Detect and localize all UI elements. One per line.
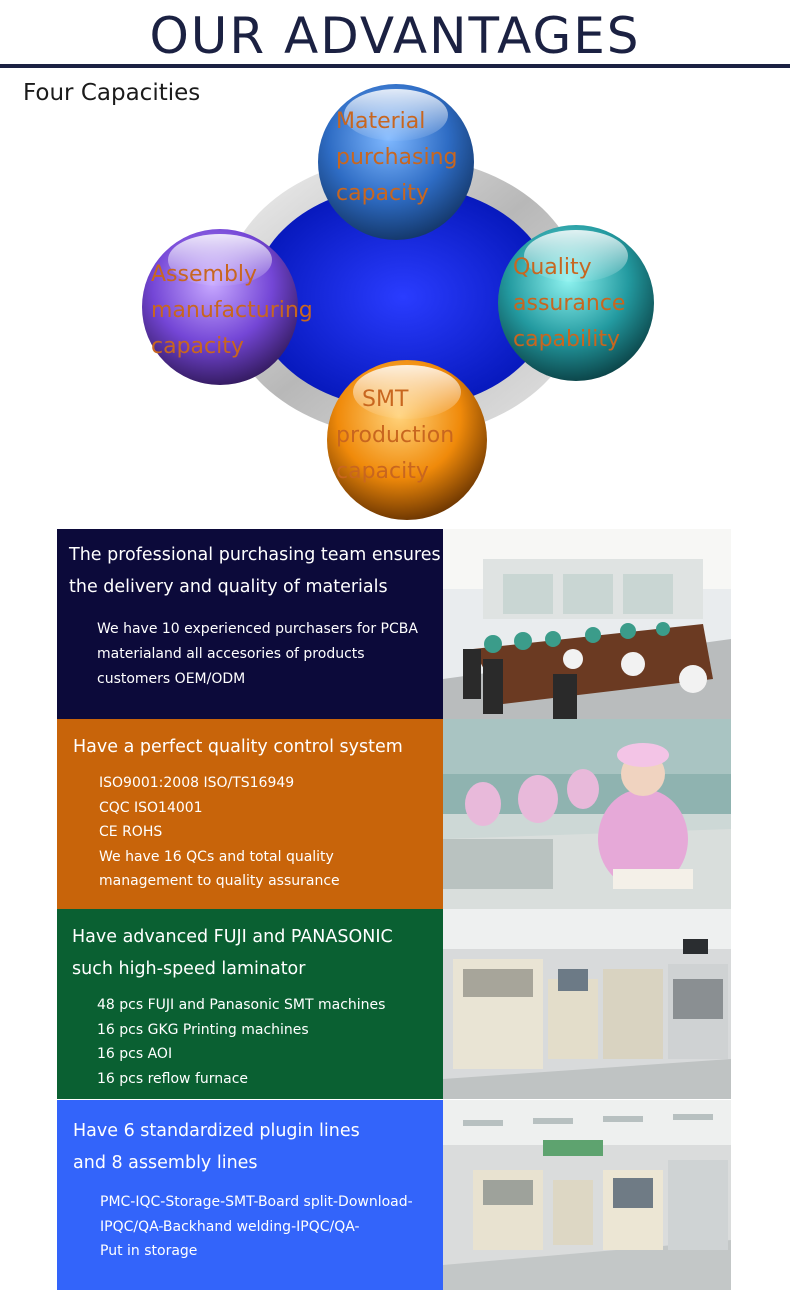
section-item: customers OEM/ODM <box>97 671 246 687</box>
orb-smt-label-rest: production capacity <box>336 423 455 484</box>
section-item: CQC ISO14001 <box>99 800 203 816</box>
section-heading: The professional purchasing team ensures <box>69 545 441 565</box>
capacities-diagram-graphic <box>142 84 654 520</box>
capacities-diagram <box>120 75 680 525</box>
section-item: 48 pcs FUJI and Panasonic SMT machines <box>97 997 386 1013</box>
section-item: ISO9001:2008 ISO/TS16949 <box>99 775 295 791</box>
page-title: OUR ADVANTAGES <box>149 7 641 65</box>
smt-machines-photo <box>443 909 731 1099</box>
diagram-center <box>253 185 553 409</box>
orb-smt-label: SMT <box>362 387 409 412</box>
orb-smt <box>327 360 487 520</box>
title-divider <box>0 64 790 68</box>
section-item: CE ROHS <box>99 824 163 840</box>
orb-quality-label: Quality assurance capability <box>513 255 626 352</box>
section-item: We have 10 experienced purchasers for PC… <box>97 621 418 637</box>
quality-inspection-workers-photo <box>443 719 731 909</box>
section-smt: Have advanced FUJI and PANASONIC such hi… <box>57 909 443 1099</box>
section-assembly: Have 6 standardized plugin lines and 8 a… <box>57 1100 443 1290</box>
section-item: IPQC/QA-Backhand welding-IPQC/QA- <box>100 1219 360 1235</box>
orb-assembly-label: Assembly manufacturing capacity <box>151 262 313 359</box>
section-item: 16 pcs GKG Printing machines <box>97 1022 309 1038</box>
orb-assembly <box>142 229 298 385</box>
purchasing-meeting-room-photo <box>443 529 731 719</box>
section-item: We have 16 QCs and total quality <box>99 849 334 865</box>
orb-material <box>318 84 474 240</box>
section-item: management to quality assurance <box>99 873 340 889</box>
section-heading: Have a perfect quality control system <box>73 737 403 757</box>
section-heading: the delivery and quality of materials <box>69 577 388 597</box>
section-quality: Have a perfect quality control system IS… <box>57 719 443 909</box>
orb-material-label: Material purchasing capacity <box>336 109 458 206</box>
section-heading: such high-speed laminator <box>72 959 306 979</box>
section-purchasing: The professional purchasing team ensures… <box>57 529 443 719</box>
section-item: Put in storage <box>100 1243 198 1259</box>
section-item: 16 pcs reflow furnace <box>97 1071 249 1087</box>
assembly-line-photo <box>443 1100 731 1290</box>
section-heading: Have advanced FUJI and PANASONIC <box>72 927 393 947</box>
section-item: materialand all accesories of products <box>97 646 365 662</box>
section-heading: and 8 assembly lines <box>73 1153 258 1173</box>
section-item: 16 pcs AOI <box>97 1046 173 1062</box>
page-subtitle: Four Capacities <box>23 80 201 106</box>
orb-quality <box>498 225 654 381</box>
section-item: PMC-IQC-Storage-SMT-Board split-Download… <box>100 1194 413 1210</box>
section-heading: Have 6 standardized plugin lines <box>73 1121 360 1141</box>
